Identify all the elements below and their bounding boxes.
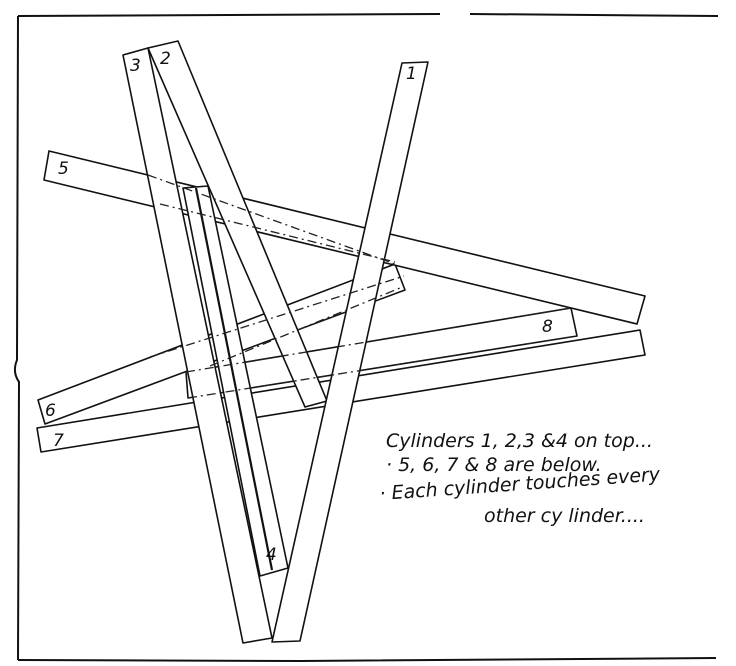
label-cylinder-3: 3 — [130, 56, 141, 76]
label-cylinder-8: 8 — [542, 317, 553, 337]
label-cylinder-7: 7 — [53, 431, 64, 451]
label-cylinder-5: 5 — [58, 159, 69, 179]
note-line-1: Cylinders 1, 2,3 &4 on top... — [386, 430, 653, 452]
label-cylinder-1: 1 — [406, 64, 417, 84]
label-cylinder-6: 6 — [45, 401, 56, 421]
label-cylinder-4: 4 — [266, 545, 277, 565]
note-block: Cylinders 1, 2,3 &4 on top... · 5, 6, 7 … — [379, 430, 662, 527]
note-line-4: other cy linder.... — [484, 505, 645, 527]
label-cylinder-2: 2 — [160, 49, 171, 69]
